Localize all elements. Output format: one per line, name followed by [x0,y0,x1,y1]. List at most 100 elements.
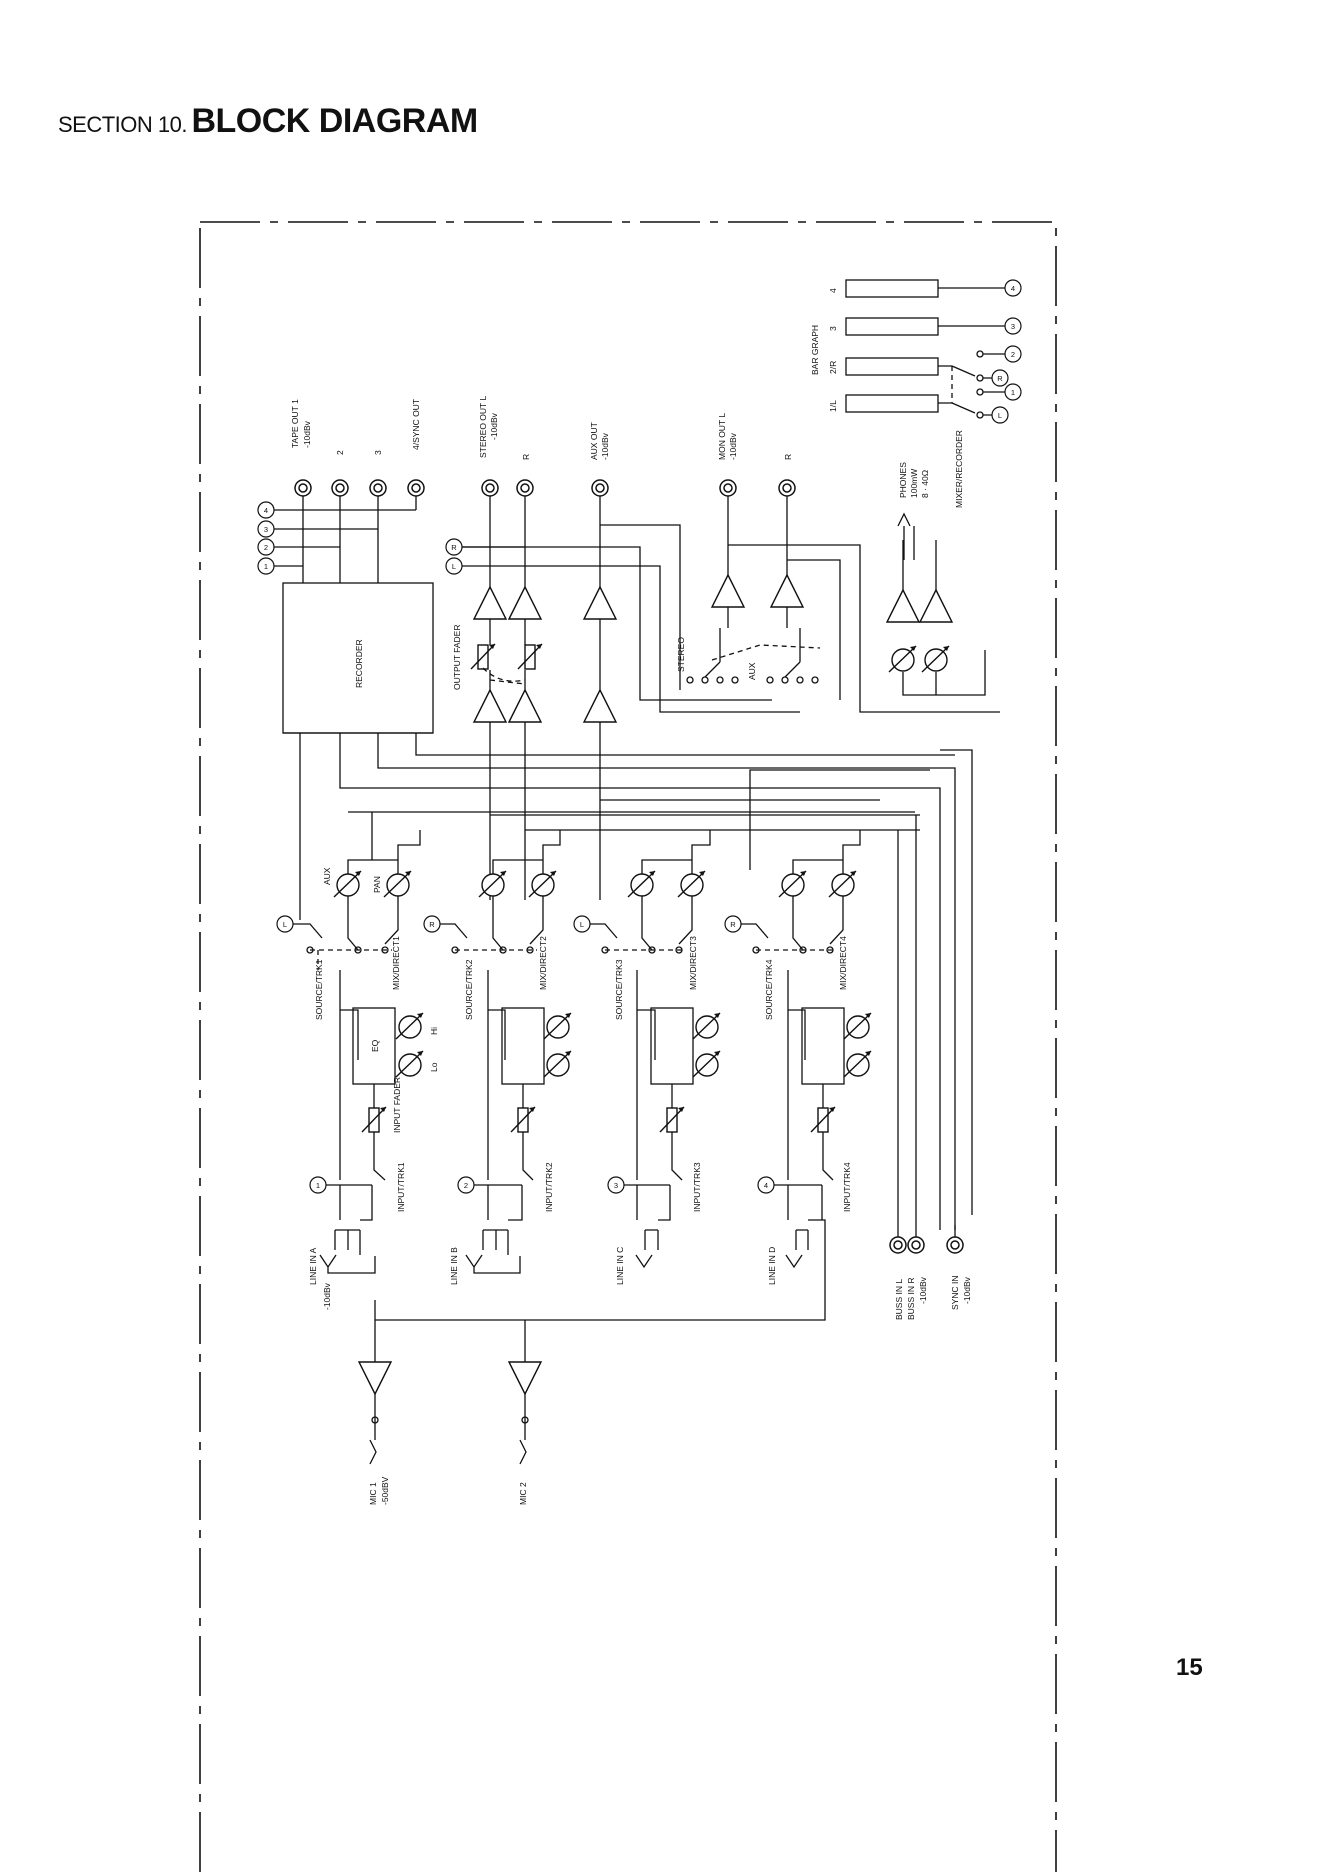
buss-in-r-label: BUSS IN R [906,1277,916,1320]
section-label: SECTION 10. [58,112,187,137]
bar-graph-4-label: 4 [828,288,838,293]
source-trk2-label: SOURCE/TRK2 [464,959,474,1020]
mix-direct4-label: MIX/DIRECT4 [838,936,848,990]
lo-label: Lo [429,1062,439,1072]
diagram-frame [199,221,1057,1872]
aux-out-level-label: -10dBv [600,432,610,460]
aux-out-label: AUX OUT [589,422,599,460]
output-fader-label: OUTPUT FADER [452,625,462,691]
source-trk4-label: SOURCE/TRK4 [764,959,774,1020]
ch2-track-label: 2 [464,1181,468,1190]
mon-selector-link [711,644,821,661]
input-trk4-label: INPUT/TRK4 [842,1162,852,1212]
bg-conn-r-label: R [997,374,1003,383]
bar-graph-2r-label: 2/R [828,361,838,374]
stereo-out-r-label: R [521,454,531,460]
sync-in-label: SYNC IN [950,1276,960,1310]
bg-conn-4-label: 4 [1011,284,1015,293]
channel-4: R 4 [375,769,930,1321]
tape-conn-2-label: 2 [264,543,268,552]
bar-graph-connectors: 4 3 2 R 1 L [991,279,1022,424]
tape-out-level-label: -10dBv [302,420,312,448]
mixer-recorder-label: MIXER/RECORDER [954,430,964,508]
mix-busses [348,749,973,1230]
line-in-c-label: LINE IN C [615,1247,625,1285]
ch4-track-label: 4 [764,1181,768,1190]
eq-label: EQ [370,1039,380,1052]
sync-in-level-label: -10dBv [962,1276,972,1304]
tape-out-labels: TAPE OUT 1 -10dBv 2 3 4/SYNC OUT [290,399,421,455]
output-wiring [462,496,1000,900]
stereo-select-label: STEREO [676,637,686,672]
tape-out-4-sync-label: 4/SYNC OUT [411,399,421,450]
line-in-a-level-label: -10dBv [322,1282,332,1310]
tape-conn-4-label: 4 [264,506,268,515]
buss-conn-r-label: R [451,543,457,552]
tape-wiring [274,496,955,920]
input-fader-label: INPUT FADER [392,1077,402,1133]
mon-out-l-label: MON OUT L [717,413,727,460]
buss-conn-l-label: L [452,562,456,571]
output-fader-link [482,667,526,685]
bg-conn-3-label: 3 [1011,322,1015,331]
tape-conn-1-label: 1 [264,562,268,571]
input-trk2-label: INPUT/TRK2 [544,1162,554,1212]
aux-select-label: AUX [747,662,757,680]
tape-connectors: 4 3 2 1 R L [257,501,463,575]
phones-impedance-label: 8 · 40Ω [920,470,930,498]
channel-1: L 1 [276,812,424,1274]
buss-in-l-label: BUSS IN L [894,1279,904,1320]
mon-out-level-label: -10dBv [728,432,738,460]
mic-inputs [358,1300,542,1465]
page-number: 15 [1176,1654,1203,1681]
stereo-out-jacks [481,479,534,497]
mon-out-jacks [719,479,796,497]
line-in-b-label: LINE IN B [449,1247,459,1285]
ch4-bus-label: R [730,920,736,929]
ch3-track-label: 3 [614,1181,618,1190]
channel-2: R 2 [423,830,572,1274]
hi-label: Hi [429,1027,439,1035]
mic1-level-label: -50dBV [380,1476,390,1505]
pan-knob-label: PAN [372,876,382,893]
bg-conn-2-label: 2 [1011,350,1015,359]
line-in-a-label: LINE IN A [308,1247,318,1285]
bar-graph [845,279,1008,419]
ch2-bus-label: R [429,920,435,929]
mon-out-r-label: R [783,454,793,460]
tape-out-3-label: 3 [373,450,383,455]
mix-direct3-label: MIX/DIRECT3 [688,936,698,990]
tape-conn-3-label: 3 [264,525,268,534]
recorder-label: RECORDER [354,639,364,688]
tape-out-jacks [294,479,425,497]
stereo-out-l-label: STEREO OUT L [478,396,488,458]
source-trk1-label: SOURCE/TRK1 [314,959,324,1020]
ch3-bus-label: L [580,920,584,929]
page-header: SECTION 10. BLOCK DIAGRAM [58,102,478,141]
ch1-bus-label: L [283,920,287,929]
buss-in-level-label: -10dBv [918,1276,928,1304]
mic2-label: MIC 2 [518,1482,528,1505]
stereo-out-level-label: -10dBv [489,412,499,440]
bg-conn-l-label: L [998,411,1002,420]
aux-knob-label: AUX [322,867,332,885]
phones-label: PHONES [898,462,908,498]
line-in-d-label: LINE IN D [767,1247,777,1285]
tape-out-1-label: TAPE OUT 1 [290,399,300,448]
tape-out-2-label: 2 [335,450,345,455]
bar-graph-3-label: 3 [828,326,838,331]
channel-3: L 3 [573,830,721,1269]
ch1-track-label: 1 [316,1181,320,1190]
source-trk3-label: SOURCE/TRK3 [614,959,624,1020]
page-title: BLOCK DIAGRAM [191,102,478,140]
buss-in-jacks [889,815,964,1254]
bg-conn-1-label: 1 [1011,388,1015,397]
mon-selector-contacts [686,628,819,684]
mix-direct2-label: MIX/DIRECT2 [538,936,548,990]
mix-direct1-label: MIX/DIRECT1 [391,936,401,990]
phones-jack [897,512,915,560]
bar-graph-1l-label: 1/L [828,400,838,412]
input-trk1-label: INPUT/TRK1 [396,1162,406,1212]
mic1-label: MIC 1 [368,1482,378,1505]
